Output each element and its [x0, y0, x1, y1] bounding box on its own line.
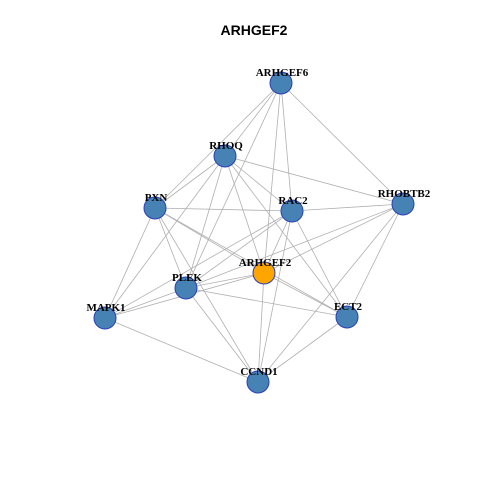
edge-rhobtb2-ect2 — [346, 203, 404, 318]
edge-arhgef6-pxn — [154, 82, 282, 209]
edge-rhoq-mapk1 — [104, 155, 226, 319]
edge-arhgef6-rhoq — [224, 82, 282, 157]
edge-arhgef6-rac2 — [280, 82, 293, 212]
edge-arhgef2-ect2 — [263, 272, 348, 318]
node-plek[interactable]: PLEK — [172, 272, 202, 300]
edge-rhoq-rhobtb2 — [224, 155, 404, 205]
node-circle-arhgef2[interactable] — [252, 261, 276, 285]
node-label-plek: PLEK — [172, 272, 202, 284]
node-label-ccnd1: CCND1 — [240, 366, 277, 378]
edge-ect2-ccnd1 — [257, 316, 348, 383]
node-label-ect2: ECT2 — [334, 301, 363, 313]
edge-rhobtb2-plek — [185, 203, 404, 289]
node-rhoq[interactable]: RHOQ — [209, 140, 243, 168]
node-ccnd1[interactable]: CCND1 — [240, 366, 278, 394]
edge-rhoq-plek — [185, 155, 226, 289]
edge-pxn-arhgef2 — [154, 207, 265, 274]
node-circle-rhobtb2[interactable] — [391, 192, 415, 216]
node-rac2[interactable]: RAC2 — [278, 195, 308, 223]
edge-plek-ccnd1 — [185, 287, 259, 383]
node-label-rac2: RAC2 — [278, 195, 308, 207]
node-label-rhobtb2: RHOBTB2 — [378, 188, 431, 200]
edges-layer — [104, 82, 404, 383]
node-circle-rac2[interactable] — [280, 199, 304, 223]
edge-rhoq-arhgef2 — [224, 155, 265, 274]
edge-rac2-ccnd1 — [257, 210, 293, 383]
edge-rhoq-ect2 — [224, 155, 348, 318]
node-ect2[interactable]: ECT2 — [334, 301, 363, 329]
edge-rac2-mapk1 — [104, 210, 293, 319]
edge-arhgef6-plek — [185, 82, 282, 289]
node-circle-ect2[interactable] — [335, 305, 359, 329]
edge-mapk1-ccnd1 — [104, 317, 259, 383]
node-circle-pxn[interactable] — [143, 196, 167, 220]
edge-rhoq-rac2 — [224, 155, 293, 212]
node-label-pxn: PXN — [145, 192, 168, 204]
edge-rhoq-pxn — [154, 155, 226, 209]
edge-arhgef6-rhobtb2 — [280, 82, 404, 205]
edge-pxn-rac2 — [154, 207, 293, 212]
node-circle-mapk1[interactable] — [93, 306, 117, 330]
graph-title: ARHGEF2 — [221, 22, 288, 38]
edge-pxn-mapk1 — [104, 207, 156, 319]
edge-pxn-ccnd1 — [154, 207, 259, 383]
edge-rac2-rhobtb2 — [291, 203, 404, 212]
node-rhobtb2[interactable]: RHOBTB2 — [378, 188, 431, 216]
node-label-mapk1: MAPK1 — [86, 302, 125, 314]
node-circle-arhgef6[interactable] — [269, 71, 293, 95]
edge-arhgef2-ccnd1 — [257, 272, 265, 383]
edge-plek-mapk1 — [104, 287, 187, 319]
edge-rhobtb2-ccnd1 — [257, 203, 404, 383]
node-circle-rhoq[interactable] — [213, 144, 237, 168]
node-arhgef2[interactable]: ARHGEF2 — [239, 257, 292, 285]
node-mapk1[interactable]: MAPK1 — [86, 302, 126, 330]
node-arhgef6[interactable]: ARHGEF6 — [256, 67, 309, 95]
edge-plek-ect2 — [185, 287, 348, 318]
edge-arhgef2-plek — [185, 272, 265, 289]
edge-rhobtb2-arhgef2 — [263, 203, 404, 274]
edge-rac2-ect2 — [291, 210, 348, 318]
node-pxn[interactable]: PXN — [143, 192, 168, 220]
edge-arhgef6-arhgef2 — [263, 82, 282, 274]
node-label-arhgef2: ARHGEF2 — [239, 257, 292, 269]
node-label-rhoq: RHOQ — [209, 140, 243, 152]
edge-rac2-plek — [185, 210, 293, 289]
node-circle-plek[interactable] — [174, 276, 198, 300]
node-label-arhgef6: ARHGEF6 — [256, 67, 309, 79]
node-circle-ccnd1[interactable] — [246, 370, 270, 394]
